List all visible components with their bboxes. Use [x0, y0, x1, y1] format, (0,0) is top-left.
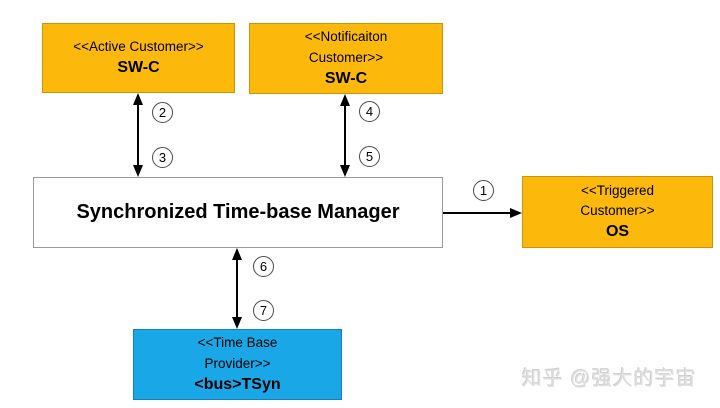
arrowhead-up-icon	[133, 93, 143, 105]
sequence-badge-4: 4	[359, 101, 380, 122]
arrow-manager-provider	[231, 248, 243, 329]
arrowhead-down-icon	[133, 165, 143, 177]
connector-line	[344, 106, 346, 165]
arrowhead-up-icon	[340, 94, 350, 106]
manager-title: Synchronized Time-base Manager	[76, 201, 400, 223]
arrow-active-manager	[132, 93, 144, 177]
component-name: SW-C	[117, 59, 160, 77]
sequence-badge-2: 2	[152, 102, 173, 123]
sequence-badge-1: 1	[473, 180, 494, 201]
arrow-manager-os	[443, 207, 522, 219]
notification-customer-box: <<Notificaiton Customer>> SW-C	[249, 23, 443, 94]
sequence-badge-5: 5	[359, 146, 380, 167]
arrowhead-right-icon	[510, 208, 522, 218]
arrowhead-down-icon	[340, 165, 350, 177]
time-base-manager-box: Synchronized Time-base Manager	[33, 177, 443, 248]
connector-line	[137, 105, 139, 165]
arrowhead-down-icon	[232, 317, 242, 329]
stereotype-label: <<Triggered Customer>>	[580, 182, 655, 219]
connector-line	[443, 212, 510, 214]
sequence-badge-3: 3	[152, 147, 173, 168]
watermark-text: 知乎 @强大的宇宙	[522, 368, 697, 390]
stereotype-label: <<Active Customer>>	[73, 39, 204, 55]
sequence-badge-6: 6	[253, 256, 274, 277]
component-name: <bus>TSyn	[194, 375, 281, 393]
time-base-provider-box: <<Time Base Provider>> <bus>TSyn	[133, 329, 342, 400]
component-name: SW-C	[324, 69, 368, 87]
active-customer-box: <<Active Customer>> SW-C	[42, 23, 235, 93]
arrow-notification-manager	[339, 94, 351, 177]
stereotype-label: <<Time Base Provider>>	[197, 335, 278, 371]
sequence-badge-7: 7	[253, 300, 274, 321]
connector-line	[236, 260, 238, 317]
arrowhead-up-icon	[232, 248, 242, 260]
stereotype-label: <<Notificaiton Customer>>	[304, 29, 388, 65]
triggered-customer-box: <<Triggered Customer>> OS	[522, 176, 713, 248]
component-name: OS	[605, 223, 630, 241]
